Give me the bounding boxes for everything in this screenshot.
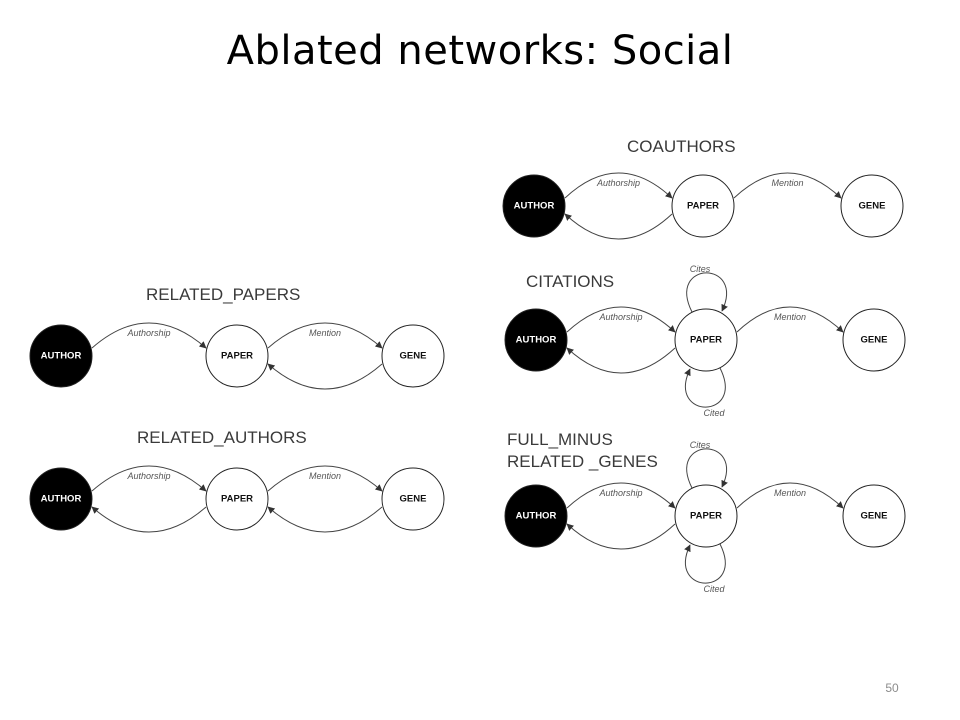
- diagram-3-mention-edge: [736, 306, 844, 333]
- diagram-5-cites-label: Cites: [690, 440, 711, 450]
- diagram-4-gene-label: GENE: [400, 494, 427, 505]
- diagram-3-cites-label: Cites: [690, 264, 711, 274]
- diagram-2-paper-label: PAPER: [221, 351, 253, 362]
- diagram-5-cites-loop: [686, 448, 728, 489]
- diagram-3-gene-label: GENE: [861, 335, 888, 346]
- diagram-1-mention-edge: [733, 172, 842, 199]
- diagram-1-title: COAUTHORS: [627, 137, 736, 156]
- diagram-2-paper-node: [205, 324, 269, 388]
- diagram-3-gene-node: [842, 308, 906, 372]
- diagram-5-paper-node: [674, 484, 738, 548]
- diagram-4-mention-back-edge: [267, 506, 383, 533]
- diagram-1-gene-label: GENE: [859, 201, 886, 212]
- diagram-2-authorship-label: Authorship: [126, 328, 170, 338]
- diagram-2-author-label: AUTHOR: [41, 351, 82, 362]
- diagram-5-cited-loop: [684, 543, 726, 584]
- diagram-2-mention-label: Mention: [309, 328, 341, 338]
- diagram-4-authorship-edge: [91, 465, 207, 492]
- diagram-3-paper-node: [674, 308, 738, 372]
- diagram-3-cited-label: Cited: [703, 408, 725, 418]
- diagram-1-mention-label: Mention: [771, 178, 803, 188]
- diagram-3-title: CITATIONS: [526, 272, 614, 291]
- diagram-5-authorship-back-edge: [566, 523, 676, 550]
- diagram-5-authorship-label: Authorship: [598, 488, 642, 498]
- page-number: 50: [885, 681, 899, 695]
- diagram-5-author-node: [504, 484, 568, 548]
- diagram-5-gene-label: GENE: [861, 511, 888, 522]
- diagram-2-gene-label: GENE: [400, 351, 427, 362]
- diagram-1-paper-label: PAPER: [687, 201, 719, 212]
- diagram-2-authorship-edge: [91, 322, 207, 349]
- diagram-4-mention-label: Mention: [309, 471, 341, 481]
- diagram-3-author-node: [504, 308, 568, 372]
- diagram-5-author-label: AUTHOR: [516, 511, 557, 522]
- diagram-4-mention-edge: [267, 465, 383, 492]
- diagram-3-cites-loop: [686, 272, 728, 313]
- diagram-2-mention-back-edge: [267, 363, 383, 390]
- diagram-1-authorship-edge: [564, 172, 673, 199]
- diagram-5-title: RELATED _GENES: [507, 452, 658, 471]
- diagram-4-gene-node: [381, 467, 445, 531]
- diagram-1-authorship-label: Authorship: [596, 178, 640, 188]
- diagram-5-mention-edge: [736, 482, 844, 509]
- slide-title: Ablated networks: Social: [226, 28, 734, 74]
- diagram-5-gene-node: [842, 484, 906, 548]
- diagram-1-paper-node: [671, 174, 735, 238]
- diagram-5-paper-label: PAPER: [690, 511, 722, 522]
- diagram-3-paper-label: PAPER: [690, 335, 722, 346]
- diagram-3-mention-label: Mention: [774, 312, 806, 322]
- diagram-3-author-label: AUTHOR: [516, 335, 557, 346]
- diagram-1-gene-node: [840, 174, 904, 238]
- diagram-3-authorship-back-edge: [566, 347, 676, 374]
- diagram-1-author-node: [502, 174, 566, 238]
- diagram-2-gene-node: [381, 324, 445, 388]
- diagram-4-authorship-label: Authorship: [126, 471, 170, 481]
- diagram-4-authorship-back-edge: [91, 506, 207, 533]
- diagram-3-authorship-edge: [566, 306, 676, 333]
- diagram-2-author-node: [29, 324, 93, 388]
- diagram-4-author-node: [29, 467, 93, 531]
- diagram-2-title: RELATED_PAPERS: [146, 285, 300, 304]
- diagram-3-cited-loop: [684, 367, 726, 408]
- diagram-4-paper-node: [205, 467, 269, 531]
- diagram-5-cited-label: Cited: [703, 584, 725, 594]
- diagram-1-author-label: AUTHOR: [514, 201, 555, 212]
- diagram-5-mention-label: Mention: [774, 488, 806, 498]
- diagram-5-title: FULL_MINUS: [507, 430, 613, 449]
- diagram-4-author-label: AUTHOR: [41, 494, 82, 505]
- diagram-1-authorship-back-edge: [564, 213, 673, 240]
- diagram-4-paper-label: PAPER: [221, 494, 253, 505]
- diagram-4-title: RELATED_AUTHORS: [137, 428, 307, 447]
- diagram-2-mention-edge: [267, 322, 383, 349]
- diagram-3-authorship-label: Authorship: [598, 312, 642, 322]
- diagram-5-authorship-edge: [566, 482, 676, 509]
